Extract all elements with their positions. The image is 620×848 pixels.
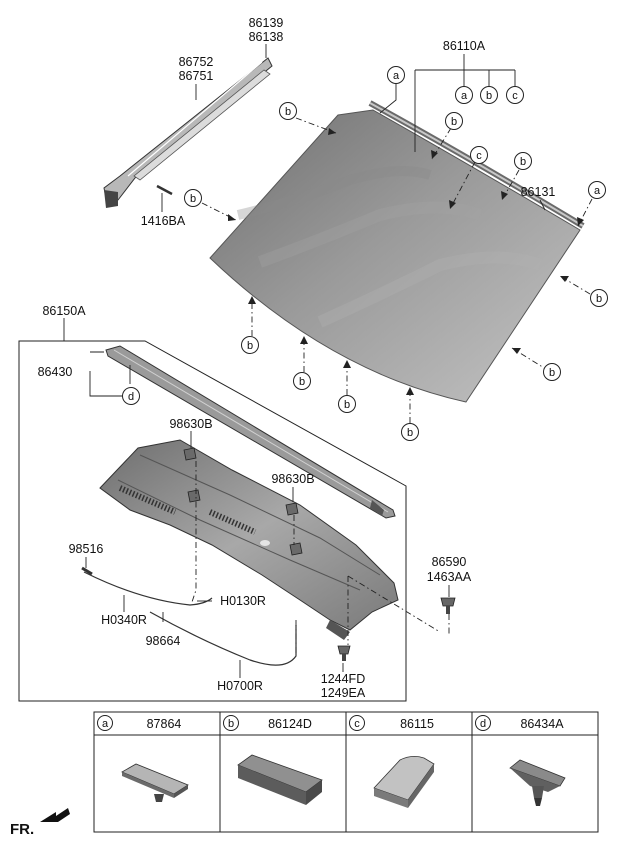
label-98630B-left: 98630B xyxy=(169,417,212,431)
svg-text:b: b xyxy=(299,376,305,388)
label-86430: 86430 xyxy=(38,365,73,379)
svg-text:b: b xyxy=(486,90,492,102)
callout-circles: a a b c b b c b a b b b b b b b d xyxy=(122,66,608,441)
label-86751: 86751 xyxy=(179,69,214,83)
legend-cell-b: b 86124D xyxy=(223,715,312,731)
svg-text:b: b xyxy=(596,293,602,305)
callout-b: b xyxy=(590,289,608,307)
svg-text:b: b xyxy=(247,340,253,352)
svg-text:b: b xyxy=(549,367,555,379)
callout-b: b xyxy=(445,112,463,130)
svg-text:86124D: 86124D xyxy=(268,717,312,731)
callout-d: d xyxy=(122,387,140,405)
clip-1416BA xyxy=(156,184,173,196)
bolt-86590 xyxy=(440,597,456,614)
cowl-seal-strip xyxy=(105,345,396,519)
svg-text:86115: 86115 xyxy=(400,717,434,731)
label-86139: 86139 xyxy=(249,16,284,30)
arrow-heads xyxy=(228,128,584,395)
label-86752: 86752 xyxy=(179,55,214,69)
svg-text:b: b xyxy=(285,106,291,118)
callout-a: a xyxy=(588,181,606,199)
label-H0130R: H0130R xyxy=(220,594,266,608)
label-86590: 86590 xyxy=(432,555,467,569)
callout-b: b xyxy=(514,152,532,170)
label-86131: 86131 xyxy=(521,185,556,199)
part-86115-illustration xyxy=(373,756,435,808)
front-label: FR. xyxy=(10,821,34,838)
label-1244FD: 1244FD xyxy=(321,672,365,686)
label-1249EA: 1249EA xyxy=(321,686,366,700)
part-86124D-illustration xyxy=(237,754,323,805)
svg-text:b: b xyxy=(407,427,413,439)
label-1416BA: 1416BA xyxy=(141,214,186,228)
leader-lines xyxy=(63,44,546,678)
svg-text:87864: 87864 xyxy=(147,717,182,731)
part-labels: 86139 86138 86752 86751 1416BA 86110A 86… xyxy=(38,16,556,700)
callout-b: b xyxy=(279,102,297,120)
svg-text:86434A: 86434A xyxy=(520,717,564,731)
label-98630B-right: 98630B xyxy=(271,472,314,486)
svg-text:a: a xyxy=(461,90,468,102)
bolt-1244FD xyxy=(337,645,351,661)
svg-text:c: c xyxy=(476,150,482,162)
callout-b: b xyxy=(543,363,561,381)
callout-b: b xyxy=(184,189,202,207)
svg-text:b: b xyxy=(344,399,350,411)
callout-b: b xyxy=(293,372,311,390)
legend-cell-a: a 87864 xyxy=(97,715,182,731)
svg-text:a: a xyxy=(393,70,400,82)
callout-b: b xyxy=(480,86,498,104)
windshield-glass xyxy=(209,109,581,403)
svg-text:d: d xyxy=(480,718,486,730)
legend-cell-c: c 86115 xyxy=(349,715,434,731)
dashed-guides xyxy=(191,117,593,656)
callout-a: a xyxy=(455,86,473,104)
pillar-strip xyxy=(133,69,271,181)
callout-b: b xyxy=(401,423,419,441)
legend-cell-d: d 86434A xyxy=(475,715,564,731)
clip-98630B-left xyxy=(183,447,201,503)
callout-a: a xyxy=(387,66,405,84)
label-86150A: 86150A xyxy=(42,304,86,318)
svg-text:b: b xyxy=(451,116,457,128)
svg-text:b: b xyxy=(228,718,234,730)
callout-c: c xyxy=(470,146,488,164)
svg-text:c: c xyxy=(512,90,518,102)
part-87864-illustration xyxy=(121,763,189,802)
clip-98630B-right xyxy=(285,502,303,556)
callout-b: b xyxy=(241,336,259,354)
svg-text:c: c xyxy=(354,718,360,730)
svg-text:a: a xyxy=(594,185,601,197)
front-direction-indicator: FR. xyxy=(10,808,70,838)
label-98664: 98664 xyxy=(146,634,181,648)
callout-b: b xyxy=(338,395,356,413)
svg-text:d: d xyxy=(128,391,134,403)
label-86138: 86138 xyxy=(249,30,284,44)
part-86434A-illustration xyxy=(509,759,566,806)
label-86110A: 86110A xyxy=(443,39,486,53)
legend-table: a 87864 b 86124D c 86115 d 86434A xyxy=(93,711,599,833)
svg-text:b: b xyxy=(520,156,526,168)
svg-text:a: a xyxy=(102,718,109,730)
label-H0700R: H0700R xyxy=(217,679,263,693)
washer-hose xyxy=(81,566,297,666)
label-H0340R: H0340R xyxy=(101,613,147,627)
front-arrow-icon xyxy=(40,808,70,822)
label-1463AA: 1463AA xyxy=(427,570,472,584)
label-98516: 98516 xyxy=(69,542,104,556)
svg-text:b: b xyxy=(190,193,196,205)
cowl-panel xyxy=(99,439,399,640)
cowl-box xyxy=(18,340,407,702)
callout-c: c xyxy=(506,86,524,104)
